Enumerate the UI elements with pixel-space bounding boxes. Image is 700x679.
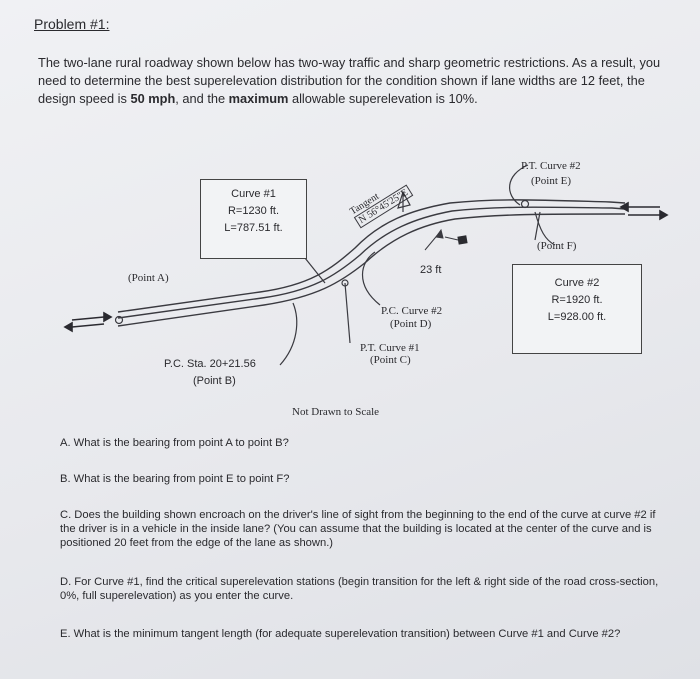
pt-curve1-label: P.T. Curve #1 bbox=[360, 342, 420, 354]
point-d-arc bbox=[362, 251, 381, 306]
pc-station-label: P.C. Sta. 20+21.56 bbox=[164, 358, 256, 370]
question-a: A. What is the bearing from point A to p… bbox=[60, 437, 289, 449]
point-e-label: (Point E) bbox=[531, 175, 572, 187]
question-e: E. What is the minimum tangent length (f… bbox=[60, 628, 621, 640]
maximum-word: maximum bbox=[228, 91, 289, 106]
curve1-box-leader bbox=[304, 257, 326, 284]
point-b-label: (Point B) bbox=[193, 375, 236, 387]
traffic-arrows-left-icon bbox=[63, 311, 113, 333]
point-a-marker bbox=[114, 315, 124, 325]
problem-statement: The two-lane rural roadway shown below h… bbox=[38, 55, 661, 106]
point-c-leader bbox=[344, 282, 351, 344]
curve2-name: Curve #2 bbox=[554, 277, 600, 289]
curve2-length: L=928.00 ft. bbox=[547, 311, 607, 323]
pt-curve2-label: P.T. Curve #2 bbox=[521, 160, 581, 172]
curve1-data-box: Curve #1 R=1230 ft. L=787.51 ft. bbox=[200, 179, 307, 259]
curve1-length: L=787.51 ft. bbox=[224, 222, 283, 234]
design-speed: 50 mph bbox=[130, 91, 176, 106]
question-b: B. What is the bearing from point E to p… bbox=[60, 473, 290, 485]
scale-note: Not Drawn to Scale bbox=[292, 406, 380, 418]
point-c-label: (Point C) bbox=[370, 354, 411, 366]
building-distance-label: 23 ft bbox=[420, 264, 442, 276]
curve1-radius: R=1230 ft. bbox=[227, 205, 280, 217]
point-f-label: (Point F) bbox=[537, 240, 577, 252]
problem-title: Problem #1: bbox=[34, 16, 110, 32]
question-c: C. Does the building shown encroach on t… bbox=[60, 509, 656, 549]
point-d-label: (Point D) bbox=[390, 318, 432, 330]
point-e-marker bbox=[520, 199, 530, 209]
curve2-data-box: Curve #2 R=1920 ft. L=928.00 ft. bbox=[512, 264, 642, 354]
traffic-arrows-right-icon bbox=[619, 201, 669, 221]
point-f-leader bbox=[534, 211, 541, 241]
north-arrow-icon bbox=[397, 190, 411, 212]
question-d: D. For Curve #1, find the critical super… bbox=[60, 576, 659, 602]
point-b-arc bbox=[279, 302, 298, 366]
road-edge-top bbox=[117, 199, 626, 313]
point-e-arc bbox=[509, 164, 529, 206]
point-f-arc bbox=[534, 211, 556, 246]
point-a-label: (Point A) bbox=[128, 272, 169, 284]
curve2-radius: R=1920 ft. bbox=[551, 294, 603, 306]
curve1-name: Curve #1 bbox=[231, 188, 276, 200]
road-centerline bbox=[117, 206, 626, 319]
building bbox=[457, 235, 468, 245]
pc-curve2-label: P.C. Curve #2 bbox=[381, 305, 443, 317]
